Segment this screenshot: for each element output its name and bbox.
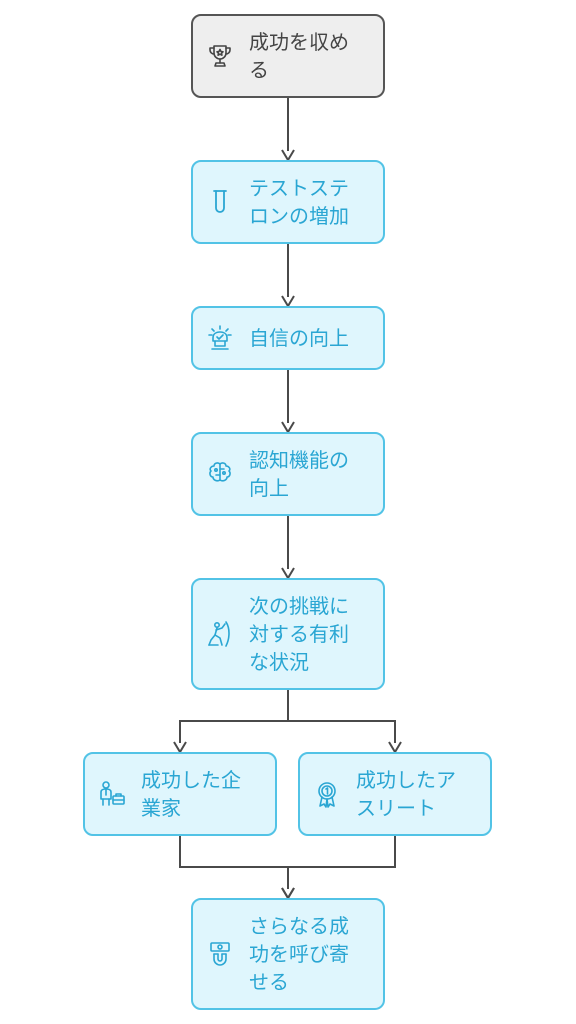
node-cognition[interactable]: 認知機能の 向上 [191,432,385,516]
trophy-icon [205,41,235,71]
medal-icon [312,779,342,809]
node-label: 次の挑戦に 対する有利 な状況 [249,594,349,674]
confidence-icon [205,323,235,353]
node-advantage[interactable]: 次の挑戦に 対する有利 な状況 [191,578,385,690]
arrowhead [281,295,295,308]
node-more-success[interactable]: さらなる成 功を呼び寄 せる [191,898,385,1010]
arrowhead [173,741,187,754]
node-confidence[interactable]: 自信の向上 [191,306,385,370]
climber-icon [205,619,235,649]
test-tube-icon [205,187,235,217]
node-testosterone[interactable]: テストステ ロンの増加 [191,160,385,244]
node-entrepreneur[interactable]: 成功した企 業家 [83,752,277,836]
arrowhead [281,421,295,434]
node-label: 成功したア スリート [356,768,456,820]
arrowhead [281,887,295,900]
edge-athlete-to-more_success [287,836,396,889]
node-label: 自信の向上 [249,326,349,350]
node-success[interactable]: 成功を収め る [191,14,385,98]
brain-icon [205,459,235,489]
node-label: さらなる成 功を呼び寄 せる [249,914,349,994]
arrowhead [388,741,402,754]
edge-advantage-to-entrepreneur [179,690,289,743]
node-label: 認知機能の 向上 [249,448,349,500]
businessperson-icon [97,779,127,809]
node-athlete[interactable]: 成功したア スリート [298,752,492,836]
arrowhead [281,567,295,580]
edge-entrepreneur-to-more_success [179,836,289,889]
edge-advantage-to-athlete [287,690,396,743]
node-label: テストステ ロンの増加 [249,176,349,228]
arrowhead [281,149,295,162]
magnet-icon [205,939,235,969]
node-label: 成功を収め る [249,30,349,82]
node-label: 成功した企 業家 [141,768,241,820]
